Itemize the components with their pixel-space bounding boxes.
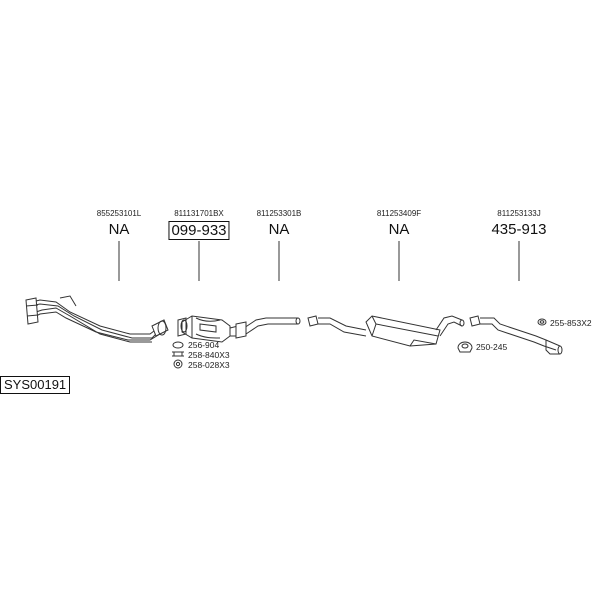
nut-icon bbox=[173, 359, 183, 369]
accessory-icons-right bbox=[457, 318, 547, 353]
part-number-middle-silencer[interactable]: NA bbox=[388, 221, 410, 238]
ring-icon bbox=[537, 318, 547, 326]
oem-number-tail-pipe: 811253133J bbox=[497, 209, 541, 218]
tail-pipe-drawing[interactable] bbox=[469, 315, 563, 355]
clamp-icon bbox=[457, 341, 473, 353]
ring-inner-icon bbox=[539, 320, 545, 324]
bolt-icon bbox=[172, 351, 184, 357]
accessory-label-nut[interactable]: 258-028X3 bbox=[188, 360, 230, 370]
part-number-catalytic-converter[interactable]: 099-933 bbox=[168, 221, 230, 240]
catalytic-converter-drawing[interactable] bbox=[177, 315, 244, 343]
accessory-label-bolt[interactable]: 258-840X3 bbox=[188, 350, 230, 360]
accessory-label-gasket[interactable]: 256-904 bbox=[188, 340, 220, 350]
accessory-icons-left bbox=[172, 341, 184, 369]
oem-number-catalytic-converter: 811131701BX bbox=[174, 209, 224, 218]
system-id-label: SYS00191 bbox=[0, 376, 71, 394]
nut-hole-icon bbox=[175, 361, 181, 367]
oem-number-middle-silencer: 811253409F bbox=[376, 209, 422, 218]
oem-number-front-pipe: 855253101L bbox=[96, 209, 142, 218]
gasket-icon bbox=[172, 341, 184, 349]
middle-silencer-drawing[interactable] bbox=[307, 315, 465, 347]
clamp-inner-icon bbox=[461, 343, 469, 349]
accessory-label-clamp[interactable]: 250-245 bbox=[476, 342, 508, 352]
oem-number-intermediate-pipe: 811253301B bbox=[256, 209, 302, 218]
leader-lines bbox=[118, 241, 520, 281]
front-pipe-drawing[interactable] bbox=[25, 295, 169, 343]
part-number-intermediate-pipe[interactable]: NA bbox=[268, 221, 290, 238]
intermediate-pipe-drawing[interactable] bbox=[235, 317, 301, 339]
accessory-label-ring[interactable]: 255-853X2 bbox=[550, 318, 592, 328]
part-number-tail-pipe[interactable]: 435-913 bbox=[491, 221, 547, 238]
part-number-front-pipe[interactable]: NA bbox=[108, 221, 130, 238]
